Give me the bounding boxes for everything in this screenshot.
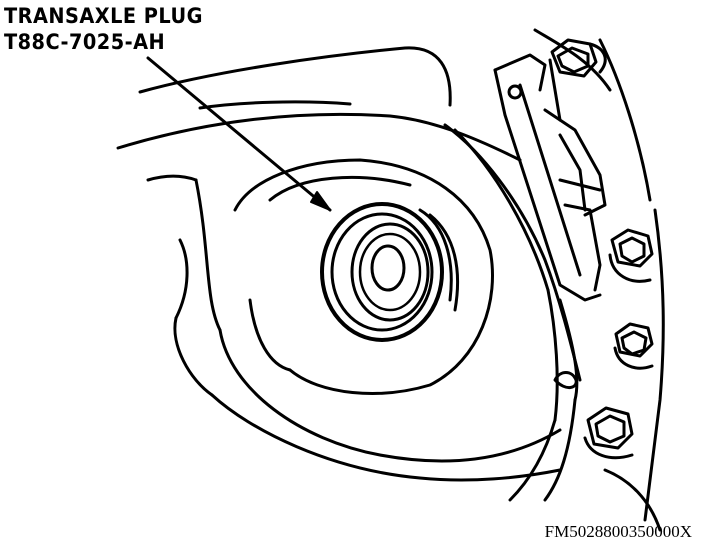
bolt-upper-right: [608, 228, 654, 283]
callout-leader: [146, 56, 332, 212]
transaxle-plug: [320, 202, 460, 342]
bracket: [493, 53, 607, 302]
bolt-top: [550, 38, 607, 78]
bolt-lower-right: [583, 406, 634, 460]
housing-outline: [116, 28, 665, 532]
figure-id: FM5028800350000X: [544, 522, 692, 541]
dowel-pin: [553, 371, 578, 389]
bolt-middle-right: [613, 322, 654, 370]
callout-part-number: T88C-7025-AH: [4, 30, 166, 54]
callout-title: TRANSAXLE PLUG: [4, 4, 203, 28]
